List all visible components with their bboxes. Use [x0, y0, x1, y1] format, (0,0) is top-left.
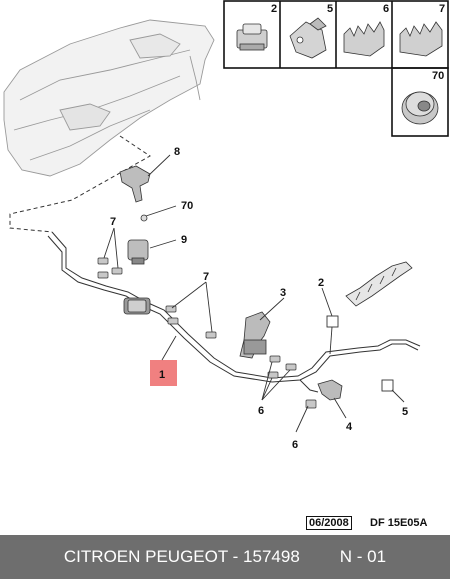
callout-7-left: 7 — [110, 216, 116, 228]
detail-label-2: 2 — [271, 3, 277, 15]
callout-9: 9 — [181, 234, 187, 246]
reference-date-text: 06/2008 — [306, 516, 352, 530]
fuel-pipe — [47, 231, 421, 393]
detail-clip-7 — [399, 21, 443, 57]
callout-6-left: 6 — [258, 405, 264, 417]
bracket-3 — [239, 311, 271, 359]
detail-clip-6 — [343, 21, 385, 57]
marker-5 — [381, 379, 394, 392]
detail-clip-2 — [236, 23, 268, 51]
detail-label-7: 7 — [439, 3, 445, 15]
callout-2: 2 — [318, 277, 324, 289]
tank-pipe-dashed — [9, 135, 151, 233]
clips-6 — [267, 355, 317, 409]
parts-diagram: 2 5 6 7 70 — [3, 0, 449, 451]
grommet-70 — [140, 214, 148, 222]
bracket-8 — [119, 165, 151, 203]
clips-7-left — [97, 257, 123, 279]
detail-grommet-70 — [401, 91, 439, 125]
clips-7-right — [165, 305, 217, 339]
callout-4: 4 — [346, 421, 353, 433]
detail-label-5: 5 — [327, 3, 333, 15]
sensor-9 — [127, 239, 149, 265]
reference-code: DF 15E05A — [370, 517, 428, 529]
detail-label-6: 6 — [383, 3, 389, 15]
footer-make: CITROEN PEUGEOT - 157498 — [63, 547, 300, 566]
callout-5: 5 — [402, 406, 408, 418]
detail-boxes — [223, 0, 449, 137]
fuel-rail — [345, 261, 413, 307]
detail-clip-5 — [289, 17, 327, 59]
reference-date: 06/2008 — [306, 516, 352, 530]
fuel-filter — [123, 297, 151, 315]
leader-lines — [103, 154, 405, 433]
highlight-part-1 — [150, 360, 177, 386]
callout-6-bottom: 6 — [292, 439, 298, 451]
footer-page: N - 01 — [339, 547, 387, 566]
callout-7-right: 7 — [203, 271, 209, 283]
footer-bar: CITROEN PEUGEOT - 157498 N - 01 — [0, 535, 450, 579]
fuel-tank — [3, 19, 215, 177]
marker-2 — [326, 315, 339, 328]
callout-1: 1 — [159, 369, 165, 381]
detail-label-70: 70 — [432, 70, 444, 82]
bracket-4 — [317, 379, 343, 401]
callout-3: 3 — [280, 287, 286, 299]
callout-8: 8 — [174, 146, 180, 158]
callout-70: 70 — [181, 200, 193, 212]
